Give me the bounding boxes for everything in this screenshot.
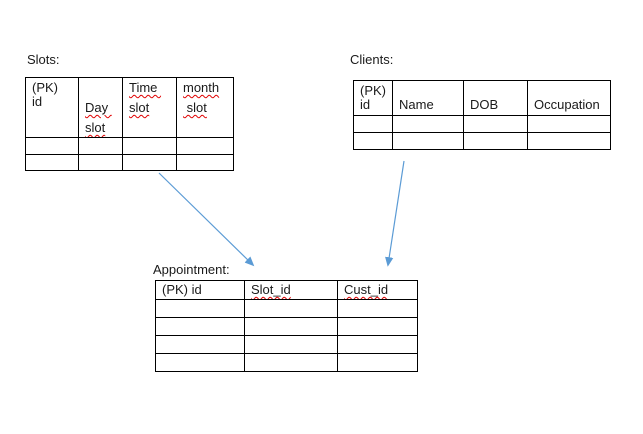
empty-cell[interactable] xyxy=(527,115,611,133)
empty-cell[interactable] xyxy=(337,335,418,354)
empty-cell[interactable] xyxy=(463,115,528,133)
header-text: DOB xyxy=(470,97,499,112)
slots-header-row: (PK) id Day slot Time slot month slot xyxy=(25,77,234,138)
empty-cell[interactable] xyxy=(244,317,338,336)
empty-cell[interactable] xyxy=(122,137,177,155)
empty-cell[interactable] xyxy=(337,353,418,372)
misspelled-word: slot xyxy=(129,100,150,115)
clients-table: (PK) id Name DOB Occupation xyxy=(353,80,611,150)
empty-cell[interactable] xyxy=(527,132,611,150)
empty-cell[interactable] xyxy=(244,299,338,318)
empty-cell[interactable] xyxy=(392,132,464,150)
misspelled-word: Time xyxy=(129,80,162,95)
empty-cell[interactable] xyxy=(392,115,464,133)
empty-cell[interactable] xyxy=(353,115,393,133)
slots-header-time-slot[interactable]: Time slot xyxy=(122,77,177,138)
misspelled-word: Day xyxy=(85,100,112,115)
slots-header-month-slot[interactable]: month slot xyxy=(176,77,234,138)
header-text: id xyxy=(32,94,43,109)
table-row xyxy=(155,353,418,372)
misspelled-word: Cust_id xyxy=(344,282,389,297)
clients-header-occupation[interactable]: Occupation xyxy=(527,80,611,116)
appointment-header-row: (PK) id Slot_id Cust_id xyxy=(155,280,418,300)
empty-cell[interactable] xyxy=(78,137,123,155)
misspelled-word: slot xyxy=(85,120,106,135)
clients-header-pk-id[interactable]: (PK) id xyxy=(353,80,393,116)
slots-header-day-slot[interactable]: Day slot xyxy=(78,77,123,138)
table-row xyxy=(25,154,234,171)
header-text: (PK) id xyxy=(162,282,202,297)
empty-cell[interactable] xyxy=(176,137,234,155)
appointment-header-cust-id[interactable]: Cust_id xyxy=(337,280,418,300)
slots-header-pk-id[interactable]: (PK) id xyxy=(25,77,79,138)
arrow-slots-to-appointment[interactable] xyxy=(158,172,255,267)
table-row xyxy=(155,299,418,318)
empty-cell[interactable] xyxy=(78,154,123,171)
slots-table: (PK) id Day slot Time slot month slot xyxy=(25,77,234,171)
appointment-table-label: Appointment: xyxy=(153,262,230,277)
header-text: id xyxy=(360,97,371,112)
empty-cell[interactable] xyxy=(155,335,245,354)
header-text: Occupation xyxy=(534,97,600,112)
header-text: Name xyxy=(399,97,434,112)
slots-table-label: Slots: xyxy=(27,52,60,67)
misspelled-word: Slot_id xyxy=(251,282,291,297)
appointment-header-slot-id[interactable]: Slot_id xyxy=(244,280,338,300)
clients-header-name[interactable]: Name xyxy=(392,80,464,116)
clients-header-dob[interactable]: DOB xyxy=(463,80,528,116)
empty-cell[interactable] xyxy=(155,299,245,318)
misspelled-word: slot xyxy=(183,100,207,115)
empty-cell[interactable] xyxy=(244,353,338,372)
clients-table-label: Clients: xyxy=(350,52,394,67)
misspelled-word: month xyxy=(183,80,220,95)
empty-cell[interactable] xyxy=(122,154,177,171)
table-row xyxy=(25,137,234,155)
appointment-header-pk-id[interactable]: (PK) id xyxy=(155,280,245,300)
empty-cell[interactable] xyxy=(244,335,338,354)
table-row xyxy=(155,335,418,354)
empty-cell[interactable] xyxy=(337,299,418,318)
table-row xyxy=(353,132,611,150)
empty-cell[interactable] xyxy=(337,317,418,336)
empty-cell[interactable] xyxy=(463,132,528,150)
empty-cell[interactable] xyxy=(155,353,245,372)
empty-cell[interactable] xyxy=(353,132,393,150)
empty-cell[interactable] xyxy=(176,154,234,171)
empty-cell[interactable] xyxy=(25,137,79,155)
arrow-clients-to-appointment[interactable] xyxy=(385,160,405,267)
appointment-table: (PK) id Slot_id Cust_id xyxy=(155,280,418,372)
header-text: (PK) xyxy=(360,83,386,98)
header-text: (PK) xyxy=(32,80,58,95)
empty-cell[interactable] xyxy=(25,154,79,171)
empty-cell[interactable] xyxy=(155,317,245,336)
table-row xyxy=(155,317,418,336)
table-row xyxy=(353,115,611,133)
clients-header-row: (PK) id Name DOB Occupation xyxy=(353,80,611,116)
